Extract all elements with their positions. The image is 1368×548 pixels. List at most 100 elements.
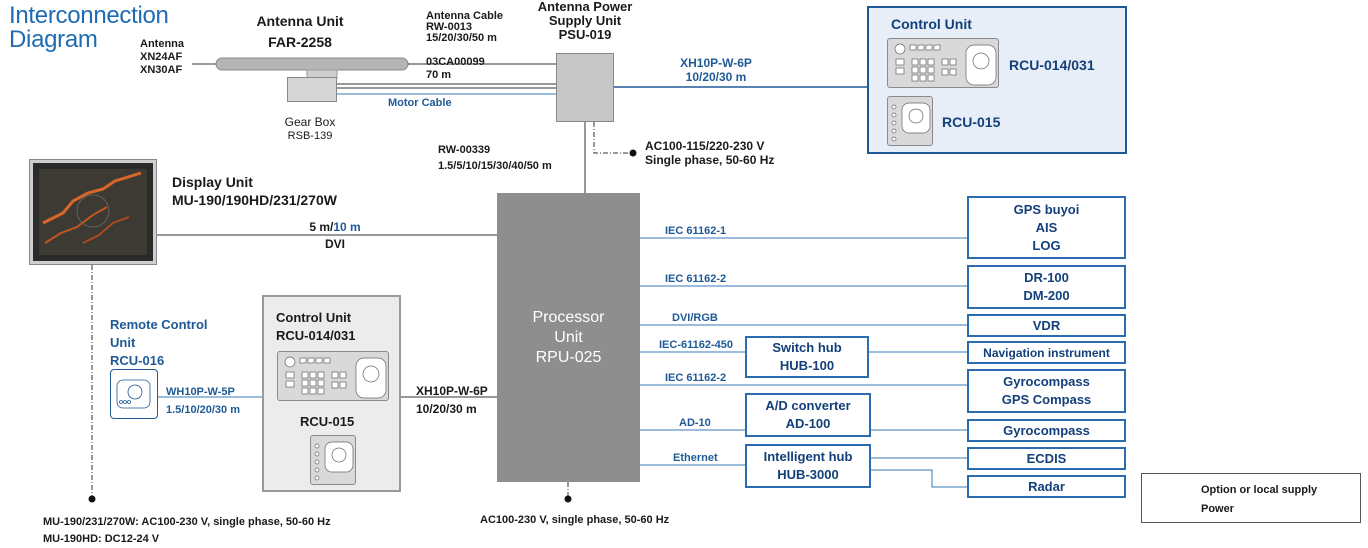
psu-rcu-cable-label: XH10P-W-6P 10/20/30 m bbox=[666, 56, 766, 84]
device-navigation: Navigation instrument bbox=[967, 341, 1126, 364]
motor-cable-label: Motor Cable bbox=[388, 97, 452, 109]
display-chart-icon bbox=[39, 169, 147, 255]
device-gyrocompass-label: Gyrocompass bbox=[1003, 422, 1090, 438]
dvi-label: 5 m/10 m DVI bbox=[300, 220, 370, 251]
iface-dvi-rgb: DVI/RGB bbox=[672, 312, 718, 324]
device-dm-200: DM-200 bbox=[1023, 288, 1070, 303]
iface-iec-61162-2: IEC 61162-2 bbox=[665, 273, 727, 285]
intelligent-hub-box: Intelligent hub HUB-3000 bbox=[745, 444, 871, 488]
diagram-title: Interconnection Diagram bbox=[9, 4, 169, 52]
device-gps-ais-log: GPS buyoi AIS LOG bbox=[967, 196, 1126, 259]
device-ecdis-label: ECDIS bbox=[1026, 450, 1067, 466]
device-vdr-label: VDR bbox=[1032, 317, 1061, 333]
control-unit-left-label: Control Unit RCU-014/031 bbox=[276, 309, 356, 345]
device-log: LOG bbox=[1032, 237, 1061, 253]
left-rcu-014-keypad-icon bbox=[284, 356, 387, 399]
left-rpu-cable-lengths: 10/20/30 m bbox=[416, 402, 477, 416]
remote-control-model: RCU-016 bbox=[110, 353, 165, 368]
antenna-cable-label: Antenna Cable RW-0013 15/20/30/50 m bbox=[426, 11, 503, 44]
display-unit-title: Display Unit bbox=[172, 174, 253, 190]
device-dr-dm: DR-100 DM-200 bbox=[967, 265, 1126, 309]
gear-cable-part: 03CA00099 bbox=[426, 56, 485, 68]
device-navigation-label: Navigation instrument bbox=[983, 345, 1110, 360]
device-radar: Radar bbox=[967, 475, 1126, 498]
control-unit-panel-top: Control Unit RCU-014/031 bbox=[867, 6, 1127, 154]
left-rcu-015-keypad-image bbox=[310, 435, 356, 485]
antenna-unit-title: Antenna Unit bbox=[256, 13, 344, 29]
title-line-1: Interconnection bbox=[9, 2, 169, 29]
rpu-power-note: AC100-230 V, single phase, 50-60 Hz bbox=[480, 514, 670, 526]
iface-iec-61162-450: IEC-61162-450 bbox=[659, 339, 733, 351]
ad-converter-model: AD-100 bbox=[785, 416, 831, 431]
display-unit-image bbox=[30, 160, 156, 264]
display-power-note-1: MU-190/231/270W: AC100-230 V, single pha… bbox=[43, 516, 331, 528]
gear-box-title: Gear Box bbox=[284, 115, 336, 129]
antenna-cable-lengths: 15/20/30/50 m bbox=[426, 32, 497, 44]
gear-box-model: RSB-139 bbox=[287, 130, 333, 142]
psu-power-label: AC100-115/220-230 V Single phase, 50-60 … bbox=[645, 139, 774, 167]
switch-hub-model: HUB-100 bbox=[779, 358, 835, 373]
remote-control-line-2: Unit bbox=[110, 335, 136, 350]
display-unit-label: Display Unit MU-190/190HD/231/270W bbox=[172, 173, 337, 209]
antenna-models: Antenna XN24AF XN30AF bbox=[140, 38, 184, 77]
iface-iec-61162-1: IEC 61162-1 bbox=[665, 225, 727, 237]
remote-cable-label: WH10P-W-5P 1.5/10/20/30 m bbox=[166, 383, 240, 419]
iface-ad-10: AD-10 bbox=[679, 417, 711, 429]
legend-power: Power bbox=[1201, 503, 1235, 515]
device-radar-label: Radar bbox=[1028, 478, 1065, 494]
device-ecdis: ECDIS bbox=[967, 447, 1126, 470]
switch-hub-box: Switch hub HUB-100 bbox=[745, 336, 869, 378]
intelligent-hub-title: Intelligent hub bbox=[763, 449, 853, 464]
dvi-length-b: 10 m bbox=[333, 220, 361, 234]
device-gyro-gps: Gyrocompass GPS Compass bbox=[967, 369, 1126, 413]
psu-rpu-cable-part: RW-00339 bbox=[438, 144, 491, 156]
control-unit-top-rcu-a: RCU-014/031 bbox=[1009, 57, 1095, 73]
processor-line-1: Processor bbox=[532, 308, 605, 326]
processor-model: RPU-025 bbox=[535, 348, 602, 366]
legend-box: Option or local supply Power bbox=[1141, 473, 1361, 523]
device-gyrocompass: Gyrocompass bbox=[967, 419, 1126, 442]
psu-rcu-cable-part: XH10P-W-6P bbox=[680, 56, 752, 70]
switch-hub-title: Switch hub bbox=[772, 340, 842, 355]
rcu-014-keypad-icon bbox=[894, 43, 997, 86]
display-power-note: MU-190/231/270W: AC100-230 V, single pha… bbox=[43, 514, 331, 548]
control-unit-top-title: Control Unit bbox=[891, 16, 972, 32]
device-ais: AIS bbox=[1035, 219, 1058, 235]
device-lines bbox=[640, 237, 967, 488]
device-gps-compass: GPS Compass bbox=[1001, 392, 1092, 407]
control-unit-panel-left: Control Unit RCU-014/031 RCU-015 bbox=[262, 295, 401, 492]
control-unit-left-title: Control Unit bbox=[276, 310, 352, 325]
control-unit-left-rcu-b: RCU-015 bbox=[300, 414, 355, 429]
psu-power-phase: Single phase, 50-60 Hz bbox=[645, 153, 775, 167]
psu-rcu-cable-lengths: 10/20/30 m bbox=[685, 70, 747, 84]
antenna-unit-model: FAR-2258 bbox=[268, 34, 332, 50]
antenna-model-xn24: XN24AF bbox=[140, 51, 183, 63]
display-power-note-2: MU-190HD: DC12-24 V bbox=[43, 533, 160, 545]
remote-control-label: Remote Control Unit RCU-016 bbox=[110, 316, 208, 370]
dvi-type: DVI bbox=[324, 237, 345, 251]
left-rpu-cable-label: XH10P-W-6P 10/20/30 m bbox=[416, 382, 488, 418]
title-line-2: Diagram bbox=[9, 26, 98, 53]
legend-option: Option or local supply bbox=[1201, 484, 1318, 496]
remote-cable-lengths: 1.5/10/20/30 m bbox=[166, 404, 241, 416]
antenna-rod bbox=[215, 57, 409, 71]
psu-label: Antenna Power Supply Unit PSU-019 bbox=[530, 0, 640, 42]
antenna-unit-label: Antenna Unit FAR-2258 bbox=[245, 13, 355, 51]
psu-power-line bbox=[593, 122, 632, 154]
iface-ethernet: Ethernet bbox=[673, 452, 718, 464]
left-rcu-014-keypad-image bbox=[277, 351, 389, 401]
psu-label-line-1: Antenna Power bbox=[537, 0, 633, 14]
remote-control-image bbox=[110, 369, 158, 419]
device-dr-100: DR-100 bbox=[1024, 270, 1069, 285]
gear-box-shape bbox=[287, 77, 337, 102]
rcu-014-keypad-image bbox=[887, 38, 999, 88]
rcu-015-keypad-image bbox=[887, 96, 933, 146]
device-vdr: VDR bbox=[967, 314, 1126, 337]
gear-cable-label: 03CA00099 70 m bbox=[426, 56, 485, 82]
psu-power-spec: AC100-115/220-230 V bbox=[645, 139, 765, 153]
antenna-model-xn30: XN30AF bbox=[140, 64, 183, 76]
psu-model: PSU-019 bbox=[558, 27, 612, 42]
psu-rpu-cable-label: RW-00339 1.5/5/10/15/30/40/50 m bbox=[438, 142, 552, 174]
iface-iec-61162-2-b: IEC 61162-2 bbox=[665, 372, 727, 384]
